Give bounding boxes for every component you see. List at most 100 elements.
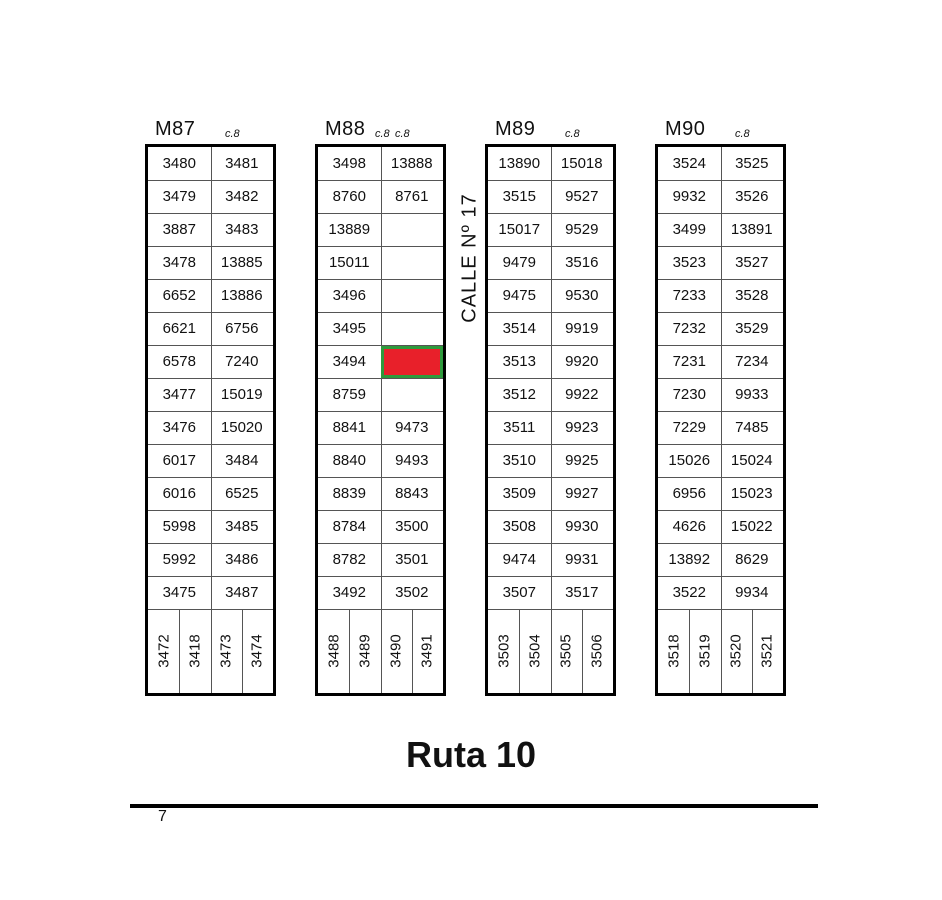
lot-cell[interactable]: 9920 bbox=[565, 353, 599, 370]
lot-cell[interactable]: 15026 bbox=[668, 452, 711, 469]
lot-cell[interactable]: 3480 bbox=[162, 155, 196, 172]
lot-cell-vertical[interactable]: 3521 bbox=[758, 634, 776, 668]
lot-cell[interactable]: 9527 bbox=[565, 188, 599, 205]
lot-cell[interactable]: 3494 bbox=[332, 353, 366, 370]
lot-cell-vertical[interactable]: 3490 bbox=[387, 634, 405, 668]
lot-cell-vertical[interactable]: 3489 bbox=[356, 634, 374, 668]
lot-cell[interactable]: 7232 bbox=[672, 320, 706, 337]
lot-cell[interactable]: 6578 bbox=[162, 353, 196, 370]
lot-cell[interactable]: 3478 bbox=[162, 254, 196, 271]
lot-cell[interactable]: 9925 bbox=[565, 452, 599, 469]
lot-cell[interactable]: 13886 bbox=[220, 287, 263, 304]
lot-cell[interactable]: 8839 bbox=[332, 485, 366, 502]
lot-cell[interactable]: 6652 bbox=[162, 287, 196, 304]
lot-cell-vertical[interactable]: 3472 bbox=[155, 634, 173, 668]
lot-cell[interactable]: 3485 bbox=[225, 518, 259, 535]
lot-cell[interactable]: 8784 bbox=[332, 518, 366, 535]
lot-cell[interactable]: 9923 bbox=[565, 419, 599, 436]
lot-cell[interactable]: 3508 bbox=[502, 518, 536, 535]
lot-cell-vertical[interactable]: 3520 bbox=[727, 634, 745, 668]
lot-cell[interactable]: 15011 bbox=[328, 254, 370, 271]
lot-cell[interactable]: 8840 bbox=[332, 452, 366, 469]
lot-cell[interactable]: 9922 bbox=[565, 386, 599, 403]
lot-cell[interactable]: 5992 bbox=[162, 551, 196, 568]
lot-cell[interactable]: 3476 bbox=[162, 419, 196, 436]
lot-cell[interactable]: 3487 bbox=[225, 584, 259, 601]
lot-cell[interactable] bbox=[381, 312, 444, 345]
lot-cell[interactable]: 6756 bbox=[225, 320, 259, 337]
lot-cell[interactable]: 6956 bbox=[672, 485, 706, 502]
lot-cell[interactable]: 7485 bbox=[735, 419, 769, 436]
lot-cell[interactable]: 7240 bbox=[225, 353, 259, 370]
lot-cell[interactable]: 3499 bbox=[672, 221, 706, 238]
lot-cell[interactable]: 3501 bbox=[395, 551, 429, 568]
lot-cell[interactable]: 13888 bbox=[390, 155, 433, 172]
lot-cell[interactable]: 6017 bbox=[162, 452, 196, 469]
lot-cell[interactable]: 3512 bbox=[502, 386, 536, 403]
lot-cell[interactable]: 15023 bbox=[730, 485, 773, 502]
lot-cell[interactable]: 9927 bbox=[565, 485, 599, 502]
lot-cell[interactable]: 13889 bbox=[328, 221, 371, 238]
lot-cell-vertical[interactable]: 3505 bbox=[557, 634, 575, 668]
lot-cell[interactable]: 15020 bbox=[220, 419, 263, 436]
lot-cell[interactable] bbox=[381, 378, 444, 411]
lot-cell[interactable]: 3484 bbox=[225, 452, 259, 469]
lot-cell[interactable]: 15024 bbox=[730, 452, 773, 469]
lot-cell[interactable]: 3507 bbox=[502, 584, 536, 601]
lot-cell[interactable]: 15017 bbox=[498, 221, 541, 238]
lot-cell-vertical[interactable]: 3473 bbox=[217, 634, 235, 668]
lot-cell[interactable]: 3500 bbox=[395, 518, 429, 535]
lot-cell-vertical[interactable]: 3506 bbox=[588, 634, 606, 668]
lot-cell[interactable]: 6016 bbox=[162, 485, 196, 502]
lot-cell[interactable]: 7229 bbox=[672, 419, 706, 436]
lot-cell[interactable]: 9919 bbox=[565, 320, 599, 337]
lot-cell[interactable]: 13892 bbox=[668, 551, 711, 568]
lot-cell[interactable]: 4626 bbox=[672, 518, 706, 535]
lot-cell[interactable]: 9934 bbox=[735, 584, 769, 601]
lot-cell-vertical[interactable]: 3488 bbox=[325, 634, 343, 668]
lot-cell[interactable]: 7230 bbox=[672, 386, 706, 403]
lot-cell[interactable]: 3483 bbox=[225, 221, 259, 238]
lot-cell[interactable]: 9932 bbox=[672, 188, 706, 205]
lot-cell[interactable]: 3513 bbox=[502, 353, 536, 370]
lot-cell[interactable]: 8760 bbox=[332, 188, 366, 205]
lot-cell[interactable]: 7234 bbox=[735, 353, 769, 370]
lot-cell-vertical[interactable]: 3418 bbox=[186, 634, 204, 668]
lot-cell[interactable]: 3526 bbox=[735, 188, 769, 205]
lot-cell[interactable]: 9933 bbox=[735, 386, 769, 403]
lot-cell[interactable]: 9474 bbox=[502, 551, 536, 568]
lot-cell[interactable]: 3475 bbox=[162, 584, 196, 601]
lot-cell[interactable] bbox=[381, 213, 444, 246]
lot-cell[interactable]: 3516 bbox=[565, 254, 599, 271]
lot-cell[interactable]: 6621 bbox=[162, 320, 196, 337]
lot-cell[interactable]: 3486 bbox=[225, 551, 259, 568]
lot-cell[interactable]: 15019 bbox=[220, 386, 263, 403]
lot-cell[interactable]: 8843 bbox=[395, 485, 429, 502]
lot-cell[interactable]: 9930 bbox=[565, 518, 599, 535]
lot-cell-vertical[interactable]: 3519 bbox=[696, 634, 714, 668]
lot-cell[interactable]: 9931 bbox=[565, 551, 599, 568]
lot-cell-vertical[interactable]: 3518 bbox=[665, 634, 683, 668]
lot-cell[interactable]: 3482 bbox=[225, 188, 259, 205]
lot-cell[interactable]: 13891 bbox=[730, 221, 773, 238]
lot-cell[interactable]: 3514 bbox=[502, 320, 536, 337]
lot-cell[interactable]: 3517 bbox=[565, 584, 599, 601]
lot-cell[interactable]: 3496 bbox=[332, 287, 366, 304]
lot-cell[interactable]: 7233 bbox=[672, 287, 706, 304]
lot-cell[interactable]: 3477 bbox=[162, 386, 196, 403]
lot-cell[interactable]: 3509 bbox=[502, 485, 536, 502]
lot-cell[interactable]: 9530 bbox=[565, 287, 599, 304]
lot-cell[interactable]: 3522 bbox=[672, 584, 706, 601]
lot-cell[interactable] bbox=[381, 246, 444, 279]
lot-cell[interactable]: 5998 bbox=[162, 518, 196, 535]
lot-cell[interactable]: 3887 bbox=[162, 221, 196, 238]
lot-cell[interactable]: 3523 bbox=[672, 254, 706, 271]
lot-cell[interactable]: 9479 bbox=[502, 254, 536, 271]
lot-cell[interactable]: 3479 bbox=[162, 188, 196, 205]
lot-cell[interactable]: 8761 bbox=[395, 188, 429, 205]
lot-cell[interactable]: 3498 bbox=[332, 155, 366, 172]
lot-cell[interactable]: 3525 bbox=[735, 155, 769, 172]
lot-cell-vertical[interactable]: 3474 bbox=[248, 634, 266, 668]
lot-cell-vertical[interactable]: 3491 bbox=[418, 634, 436, 668]
lot-cell[interactable]: 8759 bbox=[332, 386, 366, 403]
